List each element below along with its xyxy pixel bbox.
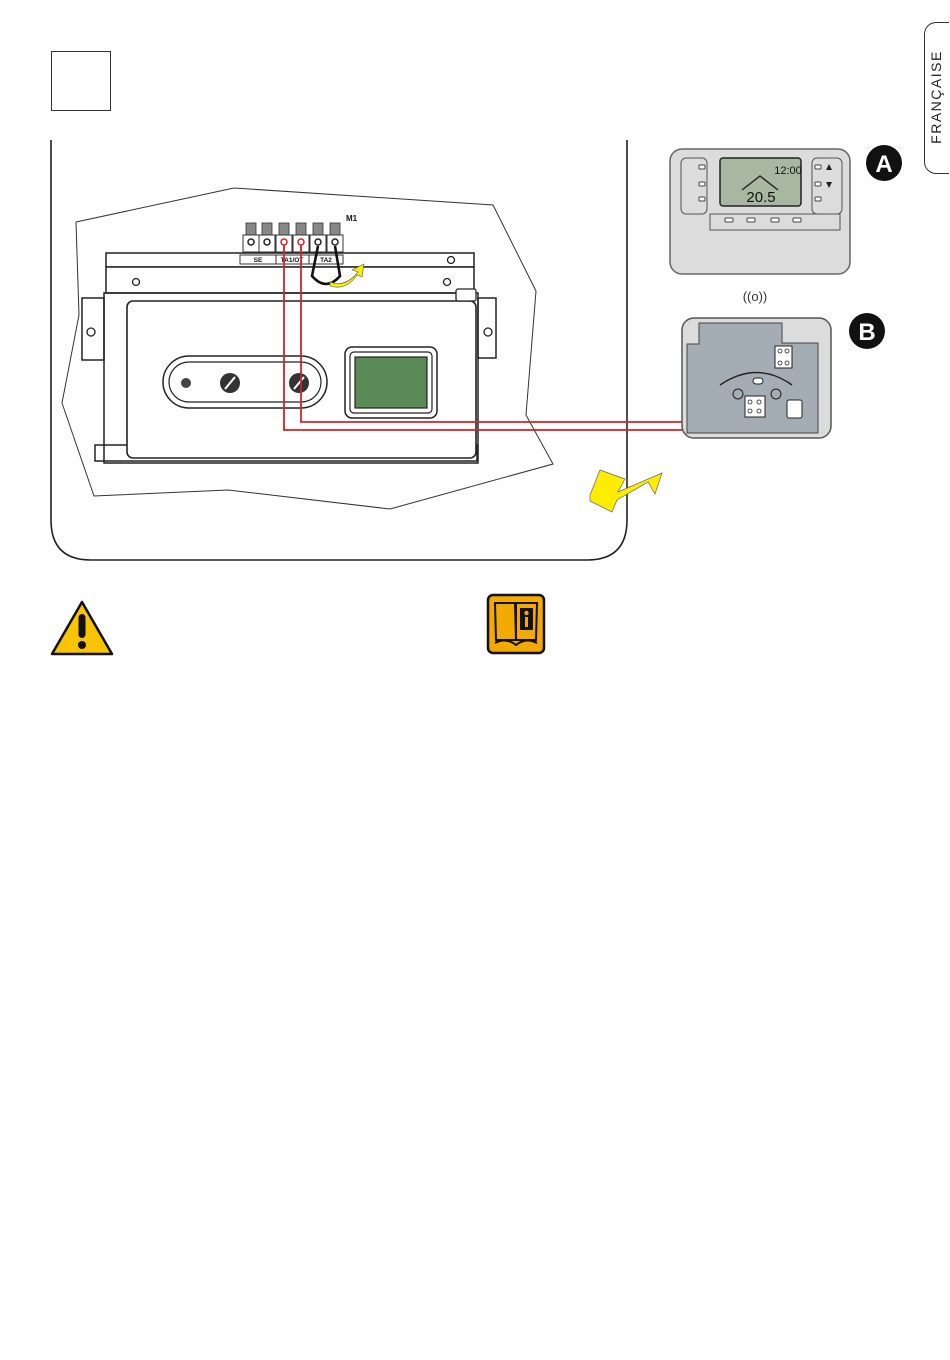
read-manual-icon xyxy=(488,595,544,653)
callout-a: A xyxy=(875,151,892,178)
terminal-label-ta2: TA2 xyxy=(320,257,332,264)
direction-arrow-icon xyxy=(590,470,662,512)
warning-triangle-icon xyxy=(52,602,112,654)
thermostat-time: 12:00 xyxy=(774,165,802,177)
terminal-label-se: SE xyxy=(254,257,263,264)
receiver-unit xyxy=(682,318,831,438)
wireless-symbol: ((o)) xyxy=(743,289,768,304)
thermostat-temperature: 20.5 xyxy=(746,189,775,206)
callout-b: B xyxy=(858,319,875,346)
terminal-name: M1 xyxy=(346,214,358,223)
room-thermostat: 12:00 20.5 xyxy=(670,149,850,274)
control-box xyxy=(82,253,496,463)
